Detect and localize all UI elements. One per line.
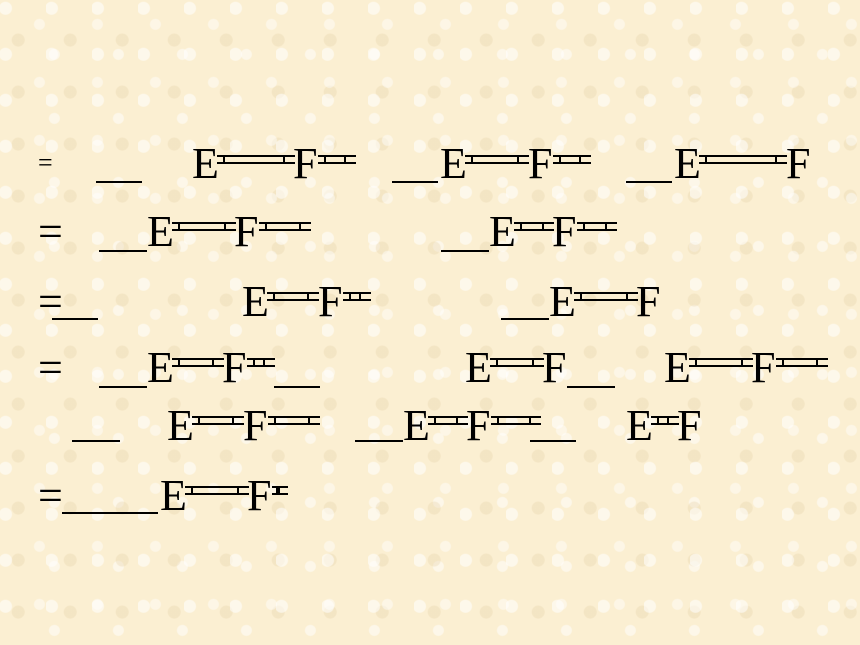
connector-line [267, 292, 319, 301]
equals-sign: = [38, 343, 63, 392]
equals-sign: = [38, 277, 63, 326]
connector-line [776, 358, 828, 367]
symbol-f: F [247, 471, 272, 520]
connector-line [343, 292, 371, 301]
symbol-e: E [440, 139, 467, 188]
symbol-e: E [160, 471, 187, 520]
answer-blank [52, 318, 98, 320]
symbol-e: E [167, 401, 194, 450]
answer-blank [501, 318, 549, 320]
symbol-e: E [549, 277, 576, 326]
connector-line [553, 155, 591, 164]
connector-line [651, 416, 679, 425]
symbol-f: F [677, 401, 702, 450]
symbol-e: E [147, 207, 174, 256]
answer-blank [567, 386, 615, 388]
connector-line [268, 416, 320, 425]
connector-line [465, 155, 529, 164]
connector-line [185, 486, 249, 495]
symbol-f: F [636, 277, 661, 326]
symbol-e: E [626, 401, 653, 450]
connector-line [259, 222, 311, 231]
symbol-f: F [542, 343, 567, 392]
connector-line [217, 155, 295, 164]
answer-blank [392, 181, 438, 183]
symbol-f: F [751, 343, 776, 392]
connector-line [428, 416, 468, 425]
connector-line [247, 358, 275, 367]
symbol-f: F [222, 343, 247, 392]
answer-blank [530, 440, 576, 442]
symbol-f: F [466, 401, 491, 450]
symbol-f: F [786, 139, 811, 188]
symbol-f: F [528, 139, 553, 188]
connector-line [192, 416, 244, 425]
symbol-e: E [242, 277, 269, 326]
connector-line [318, 155, 356, 164]
symbol-e: E [489, 207, 516, 256]
answer-blank [72, 440, 120, 442]
connector-line [699, 155, 787, 164]
symbol-f: F [293, 139, 318, 188]
symbol-f: F [552, 207, 577, 256]
symbol-e: E [147, 343, 174, 392]
connector-line [514, 222, 554, 231]
answer-blank [274, 386, 320, 388]
answer-blank [355, 440, 403, 442]
symbol-f: F [234, 207, 259, 256]
connector-line [689, 358, 753, 367]
symbol-e: E [664, 343, 691, 392]
connector-line [172, 222, 236, 231]
connector-line [490, 358, 544, 367]
connector-line [172, 358, 224, 367]
equals-sign: = [38, 471, 63, 520]
answer-blank [441, 250, 489, 252]
answer-blank [99, 250, 147, 252]
symbol-f: F [243, 401, 268, 450]
answer-blank [62, 512, 158, 514]
symbol-f: F [318, 277, 343, 326]
connector-line [491, 416, 541, 425]
answer-blank [96, 181, 142, 183]
equals-sign: = [38, 207, 63, 256]
symbol-e: E [192, 139, 219, 188]
symbol-e: E [674, 139, 701, 188]
answer-blank [626, 181, 672, 183]
symbol-e: E [465, 343, 492, 392]
symbol-e: E [403, 401, 430, 450]
answer-blank [99, 386, 147, 388]
connector-line [577, 222, 617, 231]
connector-line [574, 292, 638, 301]
connector-line [272, 486, 288, 495]
equals-sign: = [38, 148, 53, 177]
